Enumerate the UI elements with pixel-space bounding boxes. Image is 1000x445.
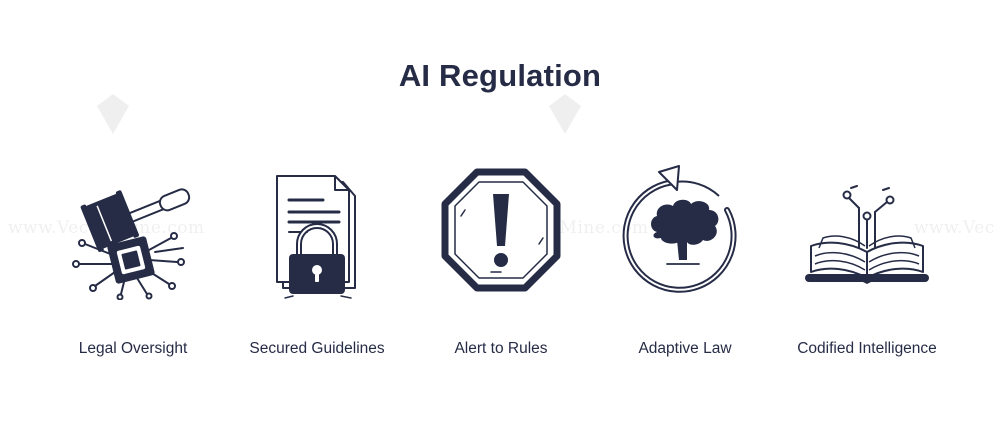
hexagon-alert-icon bbox=[441, 168, 561, 292]
feature-label: Adaptive Law bbox=[638, 340, 732, 357]
watermark-logo-icon bbox=[549, 94, 581, 134]
book-circuit-icon bbox=[805, 185, 929, 284]
feature-secured-guidelines: Secured Guidelines bbox=[217, 160, 417, 357]
feature-label: Alert to Rules bbox=[454, 340, 548, 357]
document-lock-icon bbox=[276, 175, 356, 299]
feature-adaptive-law: Adaptive Law bbox=[585, 160, 785, 357]
watermark-text: www.Vec bbox=[914, 218, 995, 238]
feature-legal-oversight: Legal Oversight bbox=[33, 160, 233, 357]
feature-alert-to-rules: Alert to Rules bbox=[401, 160, 601, 357]
feature-label: Legal Oversight bbox=[78, 340, 188, 357]
gavel-chip-icon bbox=[72, 188, 191, 300]
feature-label: Codified Intelligence bbox=[797, 340, 937, 357]
page-title: AI Regulation bbox=[398, 58, 602, 93]
brain-cycle-icon bbox=[622, 165, 737, 293]
feature-label: Secured Guidelines bbox=[249, 340, 385, 357]
watermark-logo-icon bbox=[97, 94, 129, 134]
feature-codified-intelligence: Codified Intelligence bbox=[767, 160, 967, 357]
